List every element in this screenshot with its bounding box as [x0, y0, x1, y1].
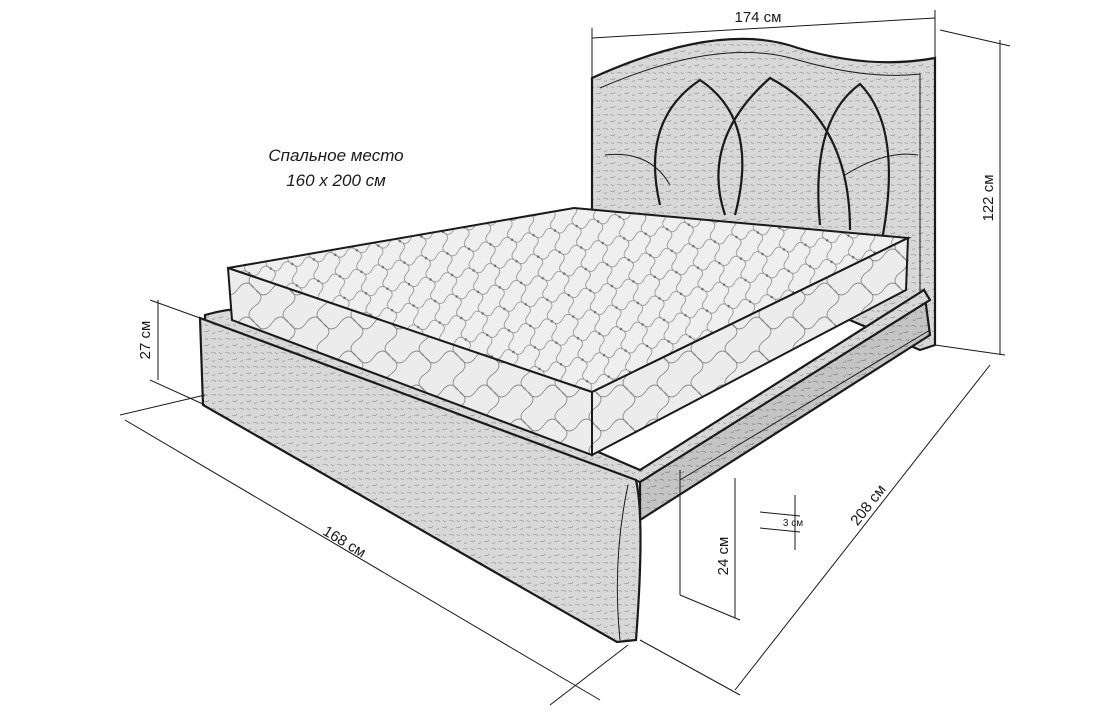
base-lower-side-edge — [679, 329, 931, 481]
dim-tick-front-left — [119, 394, 206, 416]
label-side-length: 208 см — [847, 481, 889, 529]
dim-line-side-length — [734, 364, 991, 691]
bed-base — [198, 288, 932, 644]
label-front-width: 168 см — [320, 523, 369, 562]
headboard-curve-low — [604, 153, 671, 186]
dim-extension-bottom — [934, 344, 1006, 356]
dim-tick-base-top — [149, 299, 201, 319]
headboard-curve-right — [844, 153, 919, 176]
dim-tick-base-bottom — [149, 379, 206, 406]
dim-tick-side-front — [639, 639, 741, 696]
dim-line-headboard-width — [591, 17, 936, 39]
mattress — [226, 206, 912, 457]
dim-extension-top — [939, 29, 1011, 47]
headboard-petal-right — [817, 82, 891, 251]
label-gap: 3 см — [783, 518, 803, 529]
label-side-panel-height: 24 см — [715, 537, 732, 576]
dim-tick-front-right — [549, 644, 629, 706]
label-headboard-height: 122 см — [980, 174, 997, 221]
dimension-lines — [119, 10, 1011, 706]
headboard-inner-edge — [599, 51, 921, 300]
caption-line-1: Спальное место — [268, 146, 403, 165]
headboard-petal-center — [717, 76, 852, 231]
base-front-edge — [616, 484, 629, 641]
mattress-right-side — [591, 236, 910, 457]
dim-tick-gap-bottom — [759, 527, 801, 533]
dim-line-front-width — [124, 419, 601, 701]
headboard-petal-left — [653, 78, 744, 216]
base-front-panel — [198, 316, 642, 644]
dim-tick-gap-top — [759, 511, 801, 517]
dim-tick-side-panel-bottom — [679, 594, 741, 621]
caption-line-2: 160 х 200 см — [286, 171, 386, 190]
label-base-height: 27 см — [137, 321, 154, 360]
label-headboard-width: 174 см — [734, 9, 781, 26]
